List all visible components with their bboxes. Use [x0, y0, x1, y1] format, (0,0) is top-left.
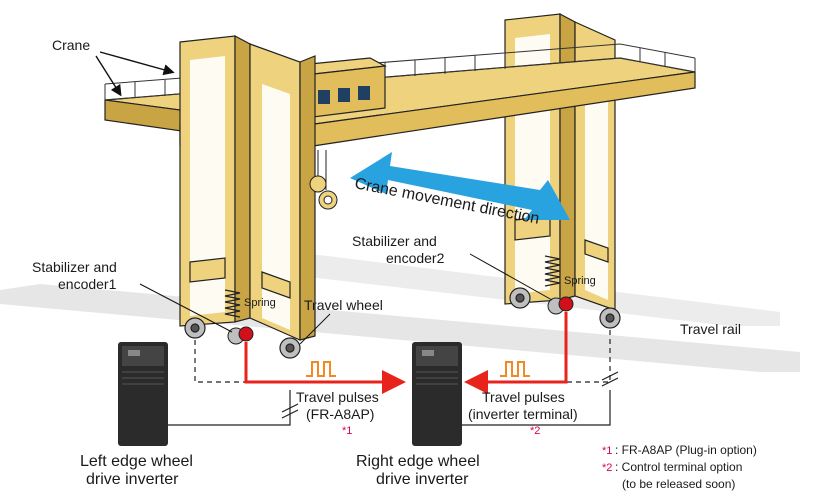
- label-left-inverter-line1: Left edge wheel: [80, 453, 193, 470]
- label-stabilizer1-line1: Stabilizer and: [32, 259, 117, 275]
- spring-right: [544, 255, 561, 287]
- wiring-lines: [165, 371, 619, 426]
- label-stabilizer2-line2: encoder2: [386, 250, 445, 266]
- label-crane: Crane: [52, 37, 90, 53]
- pulse-wave-left: [306, 361, 336, 377]
- note1-text: : FR-A8AP (Plug-in option): [615, 443, 757, 457]
- label-pulses-left-line2: (FR-A8AP): [306, 406, 374, 422]
- label-stabilizer2-line1: Stabilizer and: [352, 233, 437, 249]
- label-pulses-right-line2: (inverter terminal): [468, 406, 578, 422]
- label-leader-lines: [139, 253, 553, 345]
- label-spring-left: Spring: [244, 297, 276, 309]
- encoder2: [547, 296, 574, 315]
- note3-text: (to be released soon): [622, 477, 735, 491]
- signal-dashed-lines: [194, 330, 611, 383]
- crane-leader-arrows: [95, 51, 175, 97]
- note2-mark: *2: [602, 462, 612, 474]
- label-left-inverter-line2: drive inverter: [86, 471, 179, 488]
- label-travel-rail: Travel rail: [680, 321, 741, 337]
- left-inverter: [118, 342, 168, 446]
- pulse-wave-right: [500, 361, 530, 377]
- label-right-inverter-line2: drive inverter: [376, 471, 469, 488]
- label-travel-wheel: Travel wheel: [304, 297, 383, 313]
- encoder1: [227, 326, 254, 345]
- label-pulses-left-mark: *1: [342, 425, 352, 437]
- travel-wheels: [184, 287, 621, 359]
- label-stabilizer1-line2: encoder1: [58, 276, 117, 292]
- right-inverter: [412, 342, 462, 446]
- spring-left: [224, 289, 241, 318]
- label-right-inverter-line1: Right edge wheel: [356, 453, 480, 470]
- crane-direction-arrow: [350, 152, 570, 220]
- label-pulses-right-line1: Travel pulses: [482, 389, 565, 405]
- note2-text: : Control terminal option: [615, 460, 742, 474]
- note1-mark: *1: [602, 445, 612, 457]
- crane-left-legs: [179, 35, 316, 341]
- label-pulses-right-mark: *2: [530, 425, 540, 437]
- crane-hook: [309, 150, 338, 210]
- label-pulses-left-line1: Travel pulses: [296, 389, 379, 405]
- footnotes: *1 : FR-A8AP (Plug-in option) *2 : Contr…: [602, 443, 757, 491]
- pulse-arrows: [244, 312, 568, 394]
- label-spring-right: Spring: [564, 275, 596, 287]
